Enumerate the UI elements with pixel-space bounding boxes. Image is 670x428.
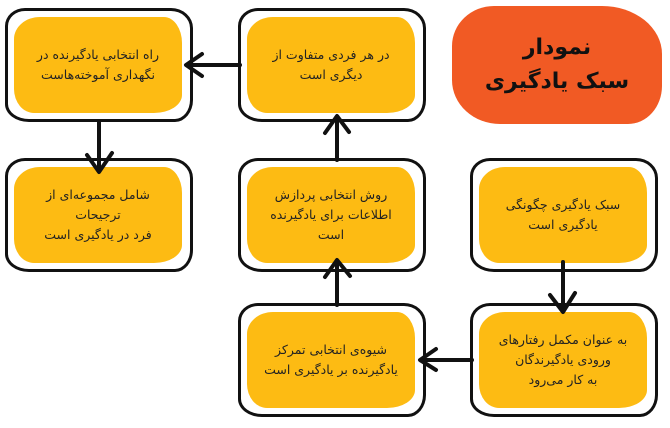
box-processing-method: روش انتخابی پردازش اطلاعات برای یادگیرند… [238, 158, 426, 272]
box-text: به عنوان مکمل رفتارهای ورودی یادگیرندگان… [498, 332, 628, 387]
arrow-up-icon [323, 114, 351, 162]
title-line-2: سبک یادگیری [484, 69, 630, 94]
box-text: سبک یادگیری چگونگی یادگیری است [505, 197, 621, 232]
title-line-1: نمودار [522, 35, 592, 60]
arrow-down-icon [548, 260, 577, 314]
arrow-up-icon [323, 258, 352, 307]
box-focus-method: شیوه‌ی انتخابی تمرکز یادگیرنده بر یادگیر… [238, 303, 426, 417]
box-learning-style-definition: سبک یادگیری چگونگی یادگیری است [470, 158, 658, 272]
box-text: روش انتخابی پردازش اطلاعات برای یادگیرند… [270, 187, 392, 242]
box-complement-behaviors: به عنوان مکمل رفتارهای ورودی یادگیرندگان… [470, 303, 658, 417]
arrow-down-icon [85, 120, 114, 174]
box-text: شامل مجموعه‌ای از ترجیحات فرد در یادگیری… [44, 187, 152, 242]
box-text: راه انتخابی یادگیرنده در نگهداری آموخته‌… [36, 47, 160, 82]
box-text: شیوه‌ی انتخابی تمرکز یادگیرنده بر یادگیر… [264, 342, 398, 377]
box-text: در هر فردی متفاوت از دیگری است [272, 47, 390, 82]
box-preferences-set: شامل مجموعه‌ای از ترجیحات فرد در یادگیری… [5, 158, 193, 272]
diagram-title: نمودار سبک یادگیری [452, 6, 662, 124]
arrow-left-icon [418, 347, 474, 372]
arrow-left-icon [184, 52, 242, 78]
